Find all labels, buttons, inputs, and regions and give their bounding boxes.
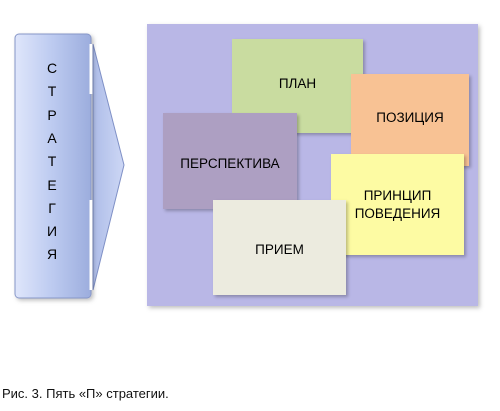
figure-caption: Рис. 3. Пять «П» стратегии. <box>2 386 169 401</box>
strategy-letter: Г <box>48 199 56 216</box>
box-perspective: ПЕРСПЕКТИВА <box>163 113 297 209</box>
strategy-letter: А <box>47 129 57 146</box>
box-principle-label-line1: ПРИНЦИП <box>363 187 432 203</box>
box-technique: ПРИЕМ <box>213 200 346 295</box>
strategy-column <box>14 33 92 299</box>
strategy-arrow <box>92 43 125 291</box>
strategy-letter: И <box>46 223 58 240</box>
box-principle-label-line2: ПОВЕДЕНИЯ <box>354 205 441 221</box>
strategy-letter: Т <box>47 153 57 170</box>
box-position-label: ПОЗИЦИЯ <box>376 110 444 125</box>
box-technique-label: ПРИЕМ <box>255 241 304 257</box>
box-perspective-label: ПЕРСПЕКТИВА <box>180 156 280 171</box>
strategy-letter: Я <box>46 246 58 263</box>
box-plan-label: ПЛАН <box>278 76 317 91</box>
strategy-letter: Е <box>47 176 57 193</box>
strategy-letter: С <box>46 60 58 76</box>
box-position: ПОЗИЦИЯ <box>351 74 469 166</box>
box-principle: ПРИНЦИП ПОВЕДЕНИЯ <box>331 154 464 255</box>
strategy-letter: Т <box>47 83 57 100</box>
strategy-letter: Р <box>47 106 57 123</box>
